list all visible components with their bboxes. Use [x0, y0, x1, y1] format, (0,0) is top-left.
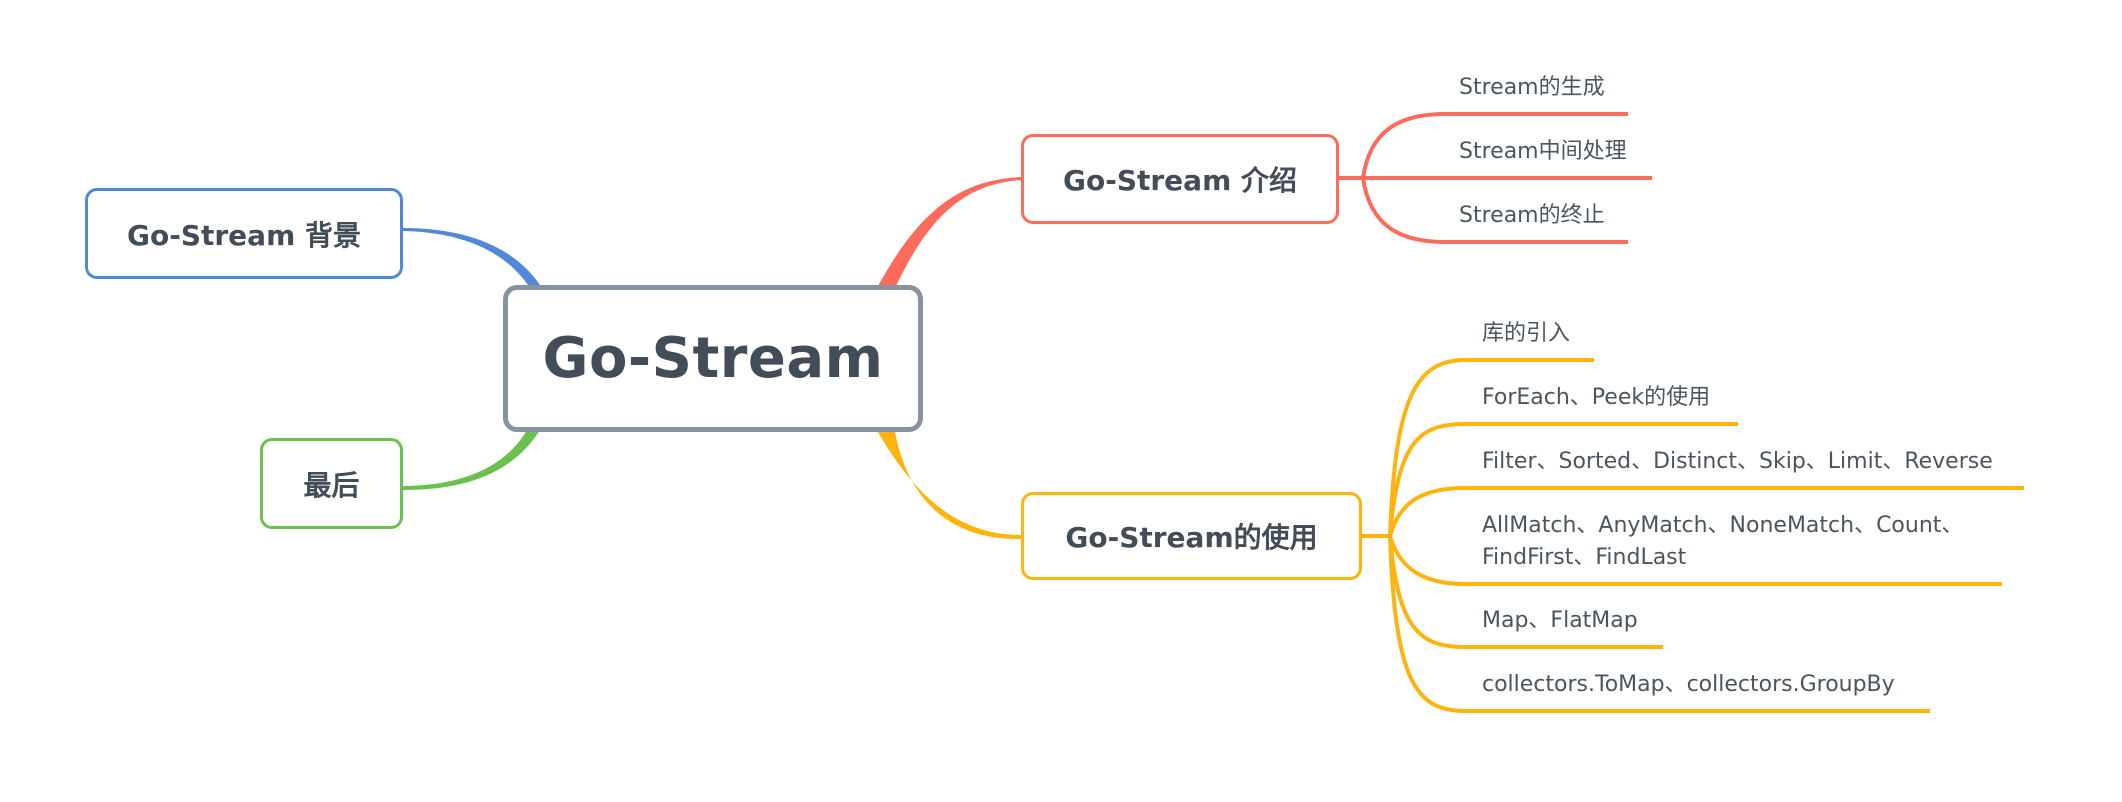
topic-usage[interactable]: Go-Stream的使用	[1021, 492, 1362, 580]
connector-usage-leaf-0	[1388, 358, 1594, 537]
central-topic[interactable]: Go-Stream	[503, 285, 923, 432]
connector-central-background	[403, 228, 542, 288]
connector-central-usage	[878, 432, 1021, 540]
subtopic-match-count-find[interactable]: AllMatch、AnyMatch、NoneMatch、Count、 FindF…	[1482, 513, 1964, 570]
subtopic-collectors[interactable]: collectors.ToMap、collectors.GroupBy	[1482, 672, 1895, 697]
topic-last[interactable]: 最后	[260, 438, 403, 529]
connector-usage-leaf-3	[1388, 535, 2002, 586]
connector-usage-leaf-5	[1388, 535, 1930, 713]
connector-central-last	[403, 430, 540, 490]
subtopic-foreach-peek[interactable]: ForEach、Peek的使用	[1482, 385, 1711, 410]
subtopic-stream-intermediate[interactable]: Stream中间处理	[1459, 139, 1627, 164]
central-topic-label: Go-Stream	[542, 326, 884, 391]
connector-central-intro	[878, 177, 1021, 286]
connector-usage-leaf-2	[1388, 486, 2024, 537]
connector-intro-leaf-0	[1361, 112, 1628, 179]
topic-usage-label: Go-Stream的使用	[1065, 521, 1318, 554]
subtopic-filter-sorted[interactable]: Filter、Sorted、Distinct、Skip、Limit、Revers…	[1482, 449, 1993, 474]
subtopic-stream-terminal[interactable]: Stream的终止	[1459, 203, 1605, 228]
subtopic-library-import[interactable]: 库的引入	[1482, 321, 1571, 346]
topic-background[interactable]: Go-Stream 背景	[85, 188, 403, 279]
connector-usage-leaf-1	[1388, 422, 1738, 537]
topic-intro-label: Go-Stream 介绍	[1062, 164, 1297, 197]
subtopic-stream-generation[interactable]: Stream的生成	[1459, 75, 1605, 100]
topic-last-label: 最后	[303, 468, 360, 502]
subtopic-map-flatmap[interactable]: Map、FlatMap	[1482, 608, 1638, 633]
topic-intro[interactable]: Go-Stream 介绍	[1021, 134, 1339, 224]
connector-usage-leaf-4	[1388, 535, 1663, 649]
topic-background-label: Go-Stream 背景	[126, 218, 361, 252]
connector-intro-leaf-2	[1361, 177, 1628, 244]
